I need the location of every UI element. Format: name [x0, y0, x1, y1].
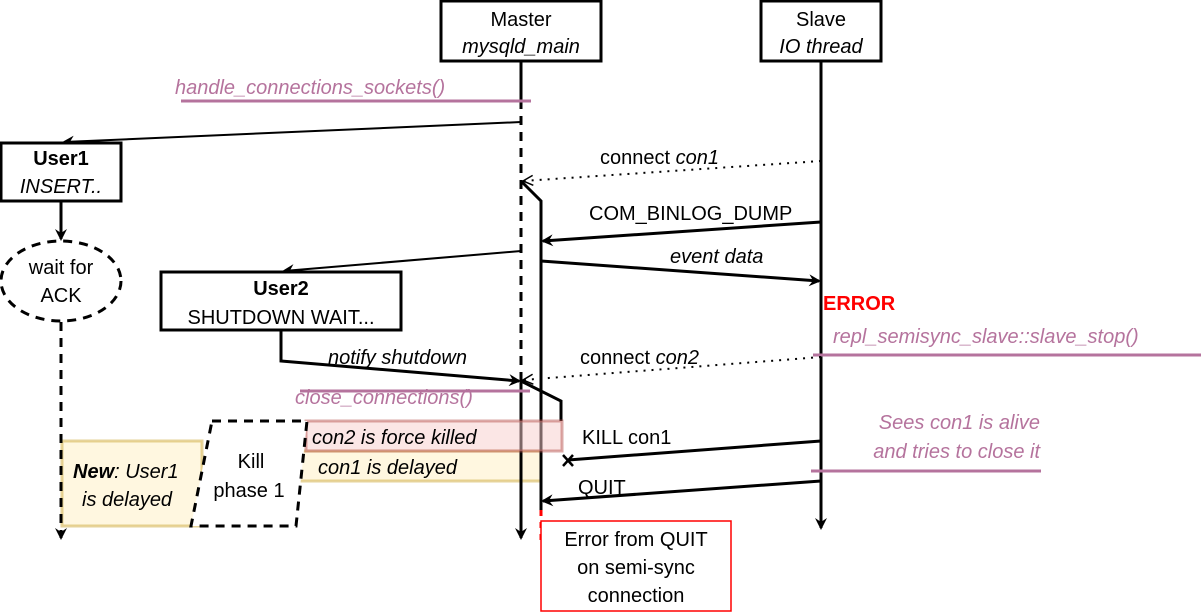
user1-delayed-line1: New: User1 — [73, 461, 179, 483]
con2-killed-text: con2 is force killed — [312, 427, 477, 449]
kill-phase-line1: Kill — [238, 451, 265, 473]
wait-for-ack-node: wait for ACK — [0, 239, 123, 323]
connect-con1-label: connect con1 — [600, 147, 719, 169]
user1-delayed-note — [60, 439, 204, 528]
user2-title: User2 — [253, 278, 309, 300]
slave-box — [759, 0, 883, 63]
user2-box — [159, 270, 403, 332]
connect-con1-name: con1 — [676, 147, 719, 169]
con2-killed-note — [304, 419, 564, 453]
master-box — [439, 0, 603, 63]
user1-title: User1 — [33, 148, 89, 170]
connect-con2-name: con2 — [656, 347, 699, 369]
kill-phase-line2: phase 1 — [213, 480, 284, 502]
connect-con2-label: connect con2 — [580, 347, 699, 369]
spawn-user2-arrow — [282, 250, 522, 277]
event-data-label: event data — [670, 246, 763, 268]
slave-subtitle: IO thread — [779, 36, 863, 58]
quit-error-line3: connection — [588, 585, 685, 607]
wait-for-ack-line1: wait for — [28, 257, 94, 279]
connect-con1-prefix: connect — [600, 147, 676, 169]
connect-con2-prefix: connect — [580, 347, 656, 369]
master-title: Master — [490, 9, 551, 31]
con1-activation-line — [519, 179, 543, 510]
close-connections-label: close_connections() — [295, 387, 473, 409]
error-label: ERROR — [823, 293, 896, 315]
user2-subtitle: SHUTDOWN WAIT... — [187, 307, 374, 329]
handle-connections-label: handle_connections_sockets() — [175, 77, 445, 99]
kill-phase-parallelogram — [189, 419, 309, 528]
notify-shutdown-label: notify shutdown — [328, 347, 467, 369]
wait-for-ack-line2: ACK — [40, 285, 82, 307]
event-data-arrow — [540, 259, 821, 287]
com-binlog-dump-arrow — [541, 220, 822, 247]
kill-con1-cross-icon — [562, 454, 574, 467]
master-subtitle: mysqld_main — [462, 36, 580, 58]
connect-con1-arrow — [523, 160, 822, 181]
master-participant: Master mysqld_main — [439, 0, 603, 63]
slave-title: Slave — [796, 9, 846, 31]
kill-con1-arrow — [567, 439, 822, 462]
user2-participant: User2 SHUTDOWN WAIT... — [159, 270, 403, 332]
quit-error-note: Error from QUIT on semi-sync connection — [540, 520, 732, 612]
spawn-user1-arrow — [62, 121, 522, 148]
wait-for-ack-ellipse — [0, 239, 123, 323]
user1-participant: User1 INSERT.. — [0, 141, 123, 203]
quit-error-line2: on semi-sync — [577, 557, 695, 579]
user1-delayed-bold: New — [73, 461, 116, 483]
kill-phase-node: Kill phase 1 — [189, 419, 309, 528]
user1-subtitle: INSERT.. — [20, 176, 102, 198]
user1-delayed-rest: : User1 — [114, 461, 178, 483]
user1-delayed-line2: is delayed — [82, 489, 173, 511]
quit-error-line1: Error from QUIT — [564, 529, 707, 551]
con1-delayed-text: con1 is delayed — [318, 457, 458, 479]
sees-con1-line1: Sees con1 is alive — [879, 412, 1040, 434]
quit-label: QUIT — [578, 477, 626, 499]
slave-stop-label: repl_semisync_slave::slave_stop() — [833, 326, 1139, 348]
com-binlog-dump-label: COM_BINLOG_DUMP — [589, 203, 792, 225]
sees-con1-line2: and tries to close it — [873, 441, 1041, 463]
notify-shutdown-arrow — [279, 330, 521, 387]
quit-error-box — [540, 520, 732, 612]
con2-activation-line — [520, 379, 563, 421]
kill-con1-label: KILL con1 — [582, 427, 671, 449]
quit-arrow — [541, 479, 822, 507]
connect-con2-arrow — [523, 356, 822, 380]
slave-participant: Slave IO thread — [759, 0, 883, 63]
